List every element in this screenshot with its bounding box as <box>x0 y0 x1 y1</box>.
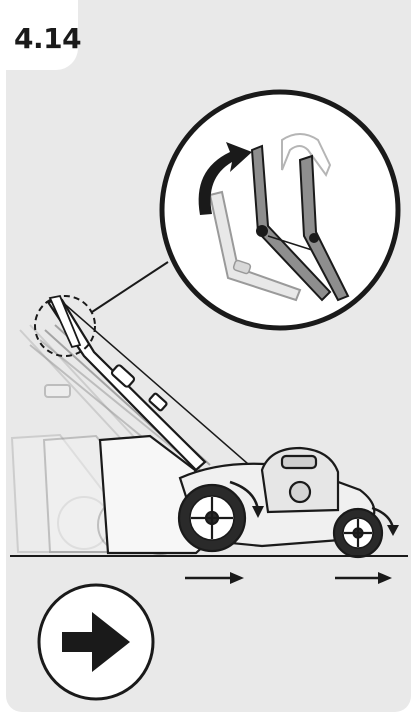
front-wheel-arrowhead-icon <box>387 525 399 536</box>
handle-detail-zoom <box>162 92 398 328</box>
front-wheel <box>334 509 382 557</box>
move-right-arrow-icon <box>185 572 244 584</box>
next-step-button[interactable] <box>39 585 153 699</box>
rear-wheel <box>179 485 245 551</box>
detail-connector <box>92 262 168 312</box>
move-right-arrow-icon-2 <box>335 572 392 584</box>
